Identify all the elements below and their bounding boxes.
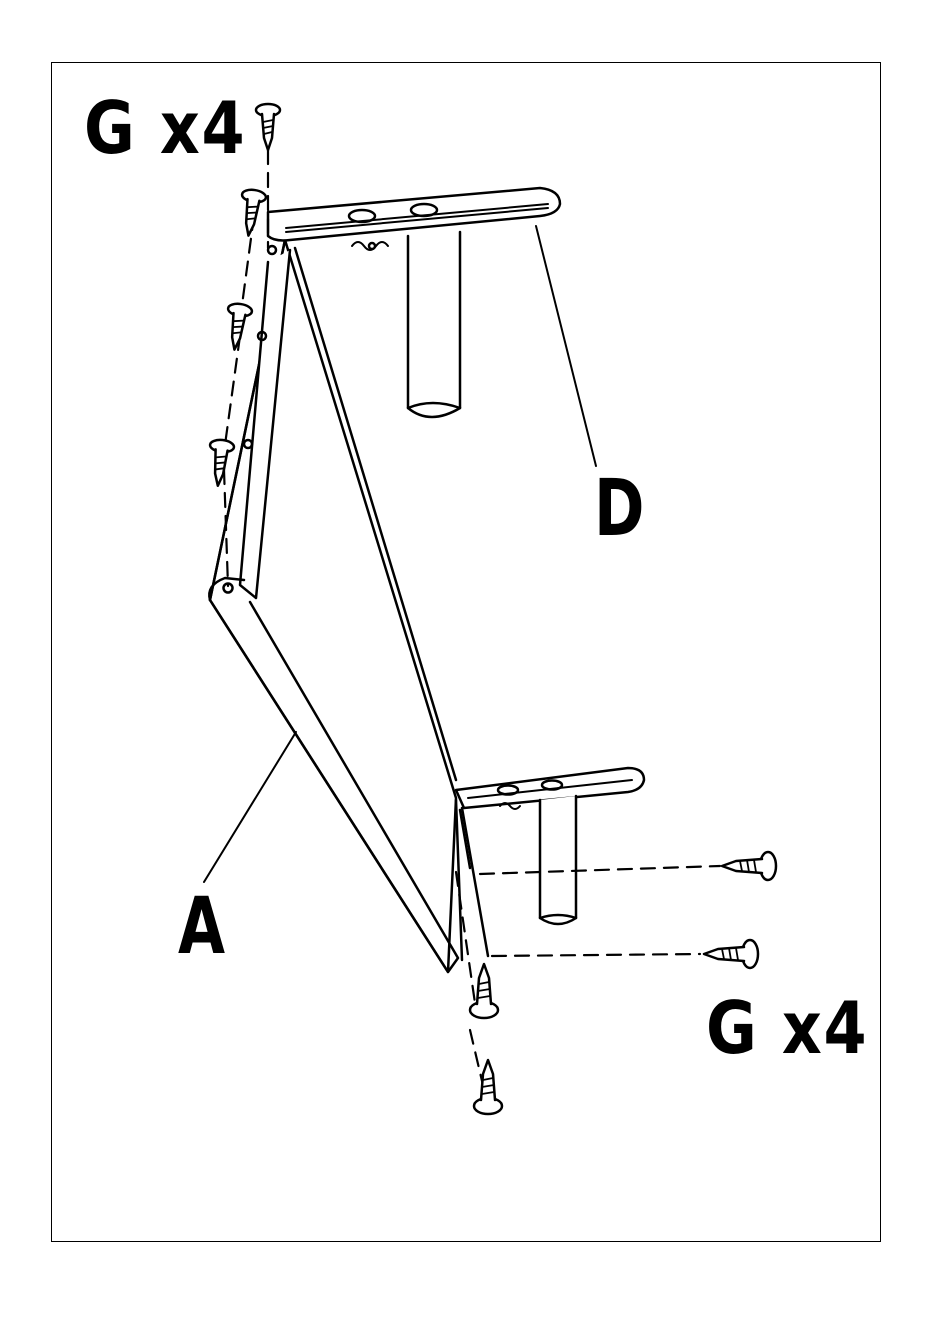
screw-icon (223, 302, 253, 351)
part-d-bottom-bracket (456, 768, 644, 960)
leader-line-d (536, 226, 596, 466)
screw-icon (237, 188, 267, 237)
screw-icon (722, 852, 776, 880)
screw-icon (206, 439, 235, 487)
leader-line-a (204, 732, 296, 882)
screw-icon (256, 104, 280, 150)
screw-icon (704, 940, 758, 968)
part-d-label: D (594, 470, 645, 548)
part-a-label: A (178, 888, 225, 966)
screw-quantity-label-top: G x4 (84, 92, 246, 164)
screw-quantity-label-bottom: G x4 (706, 992, 868, 1064)
screw-icon (474, 1060, 502, 1114)
